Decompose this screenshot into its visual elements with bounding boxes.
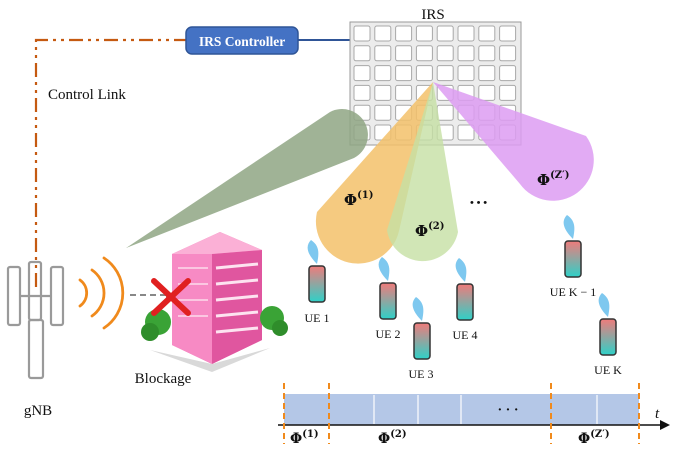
- irs-element: [436, 65, 454, 82]
- ue-label: UE 3: [409, 367, 434, 381]
- irs-element: [415, 45, 433, 62]
- irs-element: [499, 65, 517, 82]
- beam-ellipsis: • • •: [470, 197, 487, 209]
- irs-element: [374, 84, 392, 101]
- irs-element: [374, 65, 392, 82]
- irs-element: [436, 45, 454, 62]
- beam-1-label: Φ(1): [344, 190, 374, 209]
- time-axis-label: t: [655, 406, 660, 422]
- phase-2-label: Φ(2): [378, 429, 407, 447]
- irs-element: [395, 65, 413, 82]
- beam-2: [387, 82, 458, 262]
- irs-element: [457, 45, 475, 62]
- user-equipment-group: UE 1 UE 2 UE 3 UE 4 UE K − 1 UE K: [305, 215, 622, 381]
- phase-1-label: Φ(1): [290, 429, 319, 447]
- irs-element: [353, 25, 371, 42]
- irs-element: [395, 25, 413, 42]
- timeline-slot-dividers: [373, 395, 598, 424]
- beam-2-label: Φ(2): [415, 221, 445, 240]
- blockage-x-icon: [151, 278, 191, 316]
- control-link-label: Control Link: [48, 87, 126, 103]
- ue-2: UE 2: [376, 257, 401, 341]
- signal-drop-icon: [563, 215, 575, 239]
- phone-icon: [599, 318, 617, 356]
- irs-element: [374, 104, 392, 121]
- ue-6: UE K: [594, 293, 622, 377]
- signal-drop-icon: [412, 297, 424, 321]
- irs-element: [499, 84, 517, 101]
- irs-element: [457, 124, 475, 141]
- irs-controller-label: IRS Controller: [199, 34, 285, 49]
- signal-drop-icon: [455, 258, 467, 282]
- irs-element: [499, 25, 517, 42]
- control-link: [34, 38, 188, 290]
- irs-element: [478, 65, 496, 82]
- phone-icon: [308, 265, 326, 303]
- blocked-beam: [126, 109, 368, 248]
- ue-4: UE 4: [453, 258, 478, 342]
- phone-icon: [413, 322, 431, 360]
- phase-boundaries: [283, 383, 640, 444]
- irs-element: [353, 45, 371, 62]
- irs-element: [395, 84, 413, 101]
- irs-element: [395, 45, 413, 62]
- irs-label: IRS: [421, 7, 444, 23]
- beam-1: [315, 82, 433, 264]
- phone-icon: [456, 283, 474, 321]
- timeline: t · · · Φ(1) Φ(2) Φ(Z′): [278, 383, 670, 447]
- irs-element: [415, 25, 433, 42]
- ue-label: UE K: [594, 363, 622, 377]
- irs-element: [478, 84, 496, 101]
- irs-element: [415, 65, 433, 82]
- phase-z-label: Φ(Z′): [578, 429, 610, 447]
- signal-drop-icon: [378, 257, 390, 281]
- time-axis-arrow-icon: [660, 420, 670, 430]
- phone-icon: [564, 240, 582, 278]
- ue-5: UE K − 1: [550, 215, 596, 299]
- ue-label: UE 1: [305, 311, 330, 325]
- irs-element: [374, 25, 392, 42]
- ue-3: UE 3: [409, 297, 434, 381]
- irs-element: [353, 65, 371, 82]
- signal-waves-icon: [78, 256, 125, 330]
- irs-element: [499, 45, 517, 62]
- ue-label: UE 2: [376, 327, 401, 341]
- gnb-label: gNB: [24, 403, 52, 419]
- ue-1: UE 1: [305, 240, 330, 325]
- irs-element: [457, 25, 475, 42]
- irs-element: [436, 25, 454, 42]
- phone-icon: [379, 282, 397, 320]
- irs-controller: IRS Controller: [185, 26, 299, 55]
- beam-z: [433, 82, 594, 201]
- irs-element: [374, 45, 392, 62]
- ue-label: UE 4: [453, 328, 478, 342]
- irs-element: [436, 104, 454, 121]
- blockage-label: Blockage: [135, 371, 192, 387]
- building-icon: [141, 232, 288, 372]
- irs-element: [457, 65, 475, 82]
- irs-element: [353, 84, 371, 101]
- signal-drop-icon: [307, 240, 319, 264]
- ue-label: UE K − 1: [550, 285, 596, 299]
- gnb-tower-icon: [6, 260, 65, 380]
- signal-drop-icon: [598, 293, 610, 317]
- irs-element: [478, 25, 496, 42]
- beam-z-label: Φ(Z′): [537, 170, 569, 189]
- irs-element: [478, 45, 496, 62]
- timeline-ellipsis: · · ·: [497, 403, 518, 418]
